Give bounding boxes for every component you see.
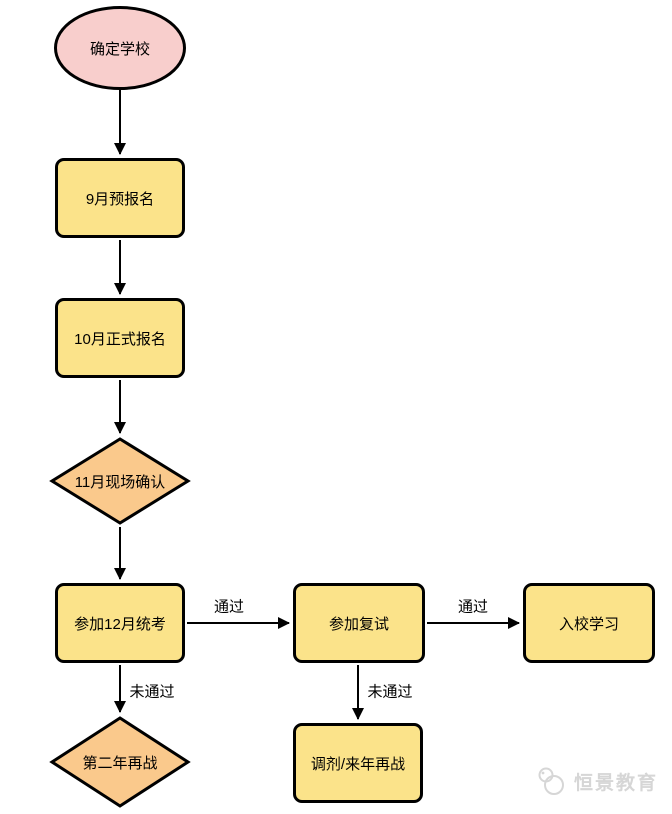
- node-adjust: 调剂/来年再战: [293, 723, 423, 803]
- node-adjust-label: 调剂/来年再战: [310, 755, 406, 773]
- node-second-year: 第二年再战: [49, 716, 191, 808]
- node-onsite-confirm: 11月现场确认: [49, 437, 191, 525]
- node-enroll: 入校学习: [523, 583, 655, 663]
- watermark-logo-icon: [538, 767, 564, 795]
- watermark-text: 恒景教育: [574, 772, 659, 794]
- node-start: 确定学校: [53, 6, 187, 90]
- watermark: 恒景教育: [534, 764, 658, 798]
- node-december-exam-label: 参加12月统考: [74, 615, 166, 633]
- node-official-register: 10月正式报名: [55, 298, 185, 378]
- edge-label-exam-fail: 未通过: [129, 683, 175, 701]
- node-start-label: 确定学校: [89, 40, 150, 58]
- node-pre-register: 9月预报名: [55, 158, 185, 238]
- second-year-diamond-shape: [49, 716, 191, 808]
- start-ellipse-shape: [54, 6, 186, 90]
- node-december-exam: 参加12月统考: [55, 583, 185, 663]
- node-retest: 参加复试: [293, 583, 425, 663]
- node-pre-register-label: 9月预报名: [85, 190, 155, 208]
- node-second-year-label: 第二年再战: [82, 754, 158, 772]
- node-official-register-label: 10月正式报名: [74, 330, 166, 348]
- edge-label-retest-fail: 未通过: [367, 683, 413, 701]
- node-onsite-confirm-label: 11月现场确认: [74, 473, 166, 491]
- edge-label-retest-pass: 通过: [457, 598, 489, 616]
- node-enroll-label: 入校学习: [558, 615, 619, 633]
- node-retest-label: 参加复试: [328, 615, 389, 633]
- onsite-confirm-diamond-shape: [49, 437, 191, 525]
- edge-label-exam-pass: 通过: [213, 598, 245, 616]
